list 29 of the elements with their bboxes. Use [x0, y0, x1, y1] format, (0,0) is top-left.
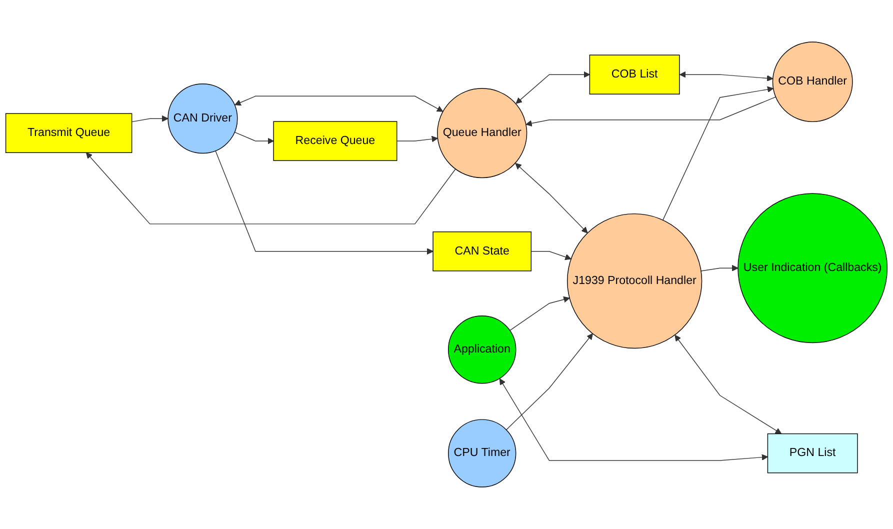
arrow	[86, 152, 456, 224]
arrow	[234, 96, 444, 112]
arrow	[215, 150, 434, 255]
arrow	[662, 86, 774, 220]
arrow	[506, 333, 593, 430]
node-circle: COB Handler	[772, 42, 853, 122]
arrow	[516, 71, 590, 104]
node-circle: CPU Timer	[448, 419, 516, 488]
arrow	[131, 115, 168, 122]
arrow	[679, 71, 774, 82]
node-box: Transmit Queue	[5, 113, 132, 153]
arrow	[499, 378, 768, 461]
arrow	[526, 96, 776, 126]
arrow	[700, 264, 738, 272]
node-box: CAN State	[432, 231, 532, 272]
arrow	[510, 296, 570, 331]
arrow	[396, 136, 438, 142]
node-circle: J1939 Protocoll Handler	[566, 213, 702, 349]
node-box: Receive Queue	[273, 121, 398, 161]
node-box: COB List	[589, 54, 680, 94]
node-circle: User Indication (Callbacks)	[738, 193, 888, 344]
arrow	[530, 251, 572, 260]
arrow	[234, 132, 274, 144]
arrow	[515, 163, 588, 234]
node-circle: Queue Handler	[437, 88, 528, 178]
node-circle: Application	[448, 316, 516, 384]
node-circle: CAN Driver	[168, 84, 238, 154]
node-box: PGN List	[767, 433, 858, 474]
arrow	[674, 334, 782, 434]
